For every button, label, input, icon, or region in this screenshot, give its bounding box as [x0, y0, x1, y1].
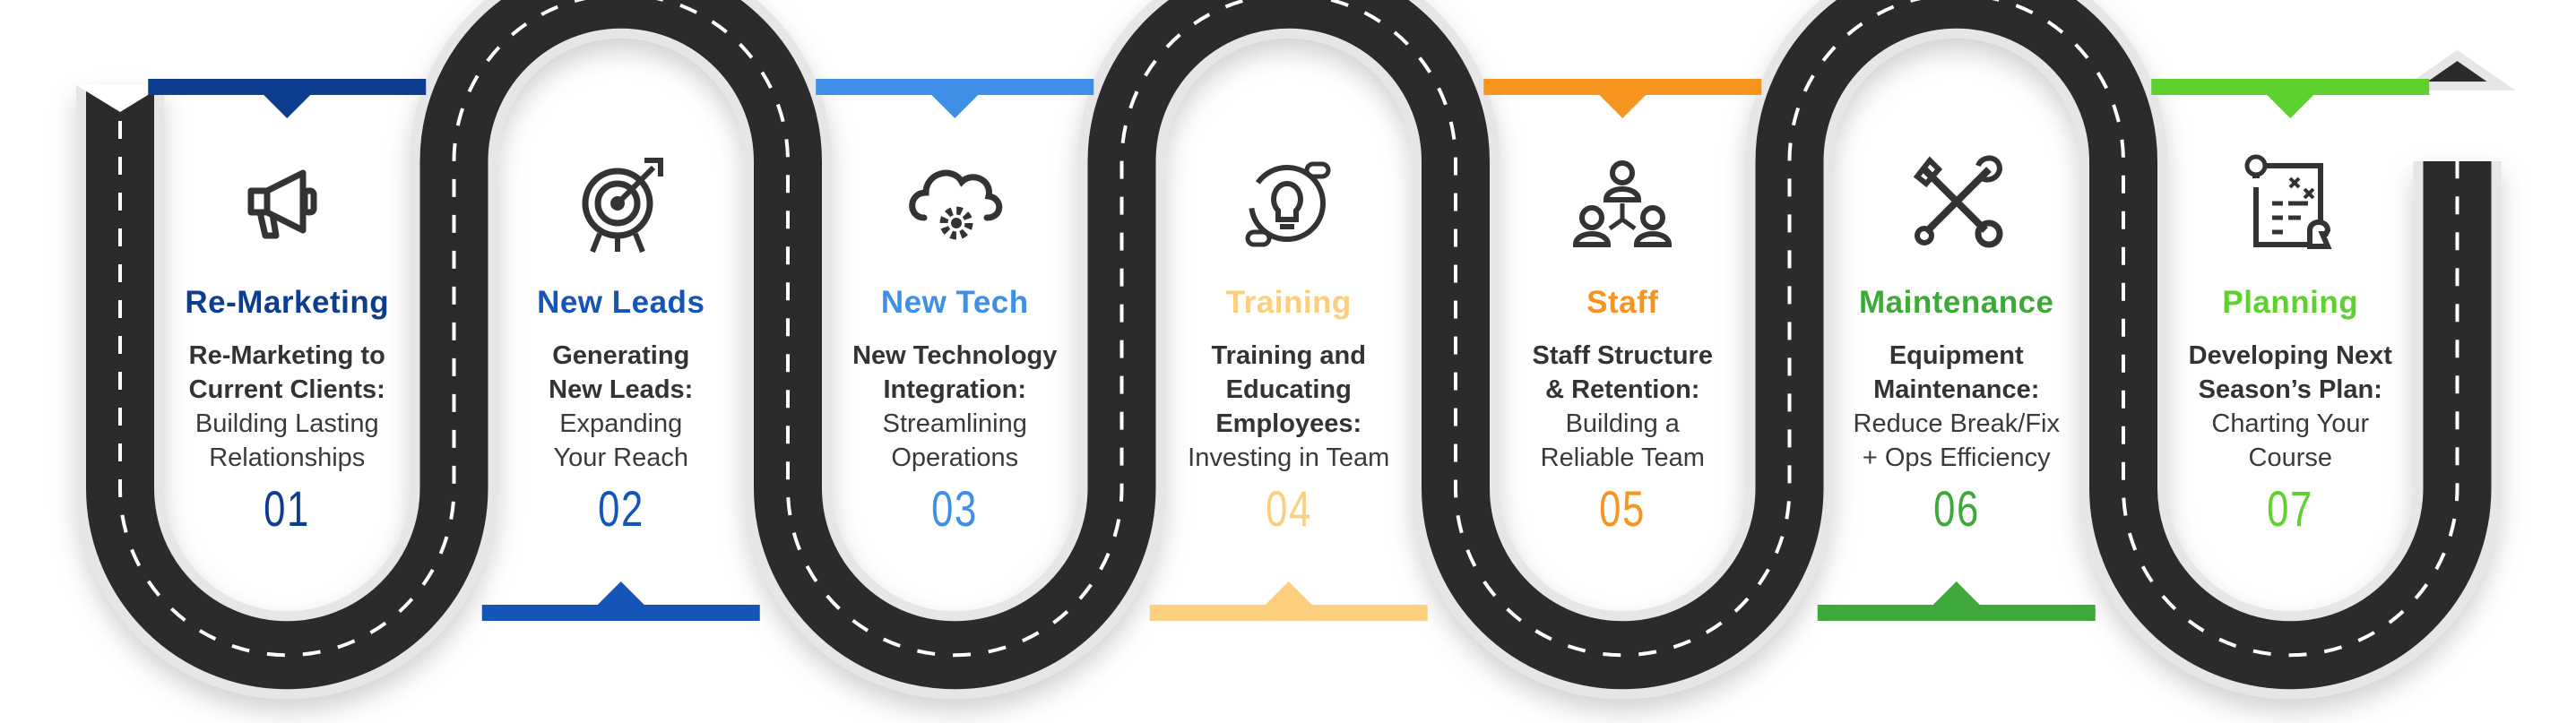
stage-description-heading-line: Developing Next: [2188, 341, 2392, 370]
stage-description-heading-line: Equipment: [1889, 341, 2024, 370]
stage-description-heading-line: New Technology: [852, 341, 1058, 370]
stage-description-heading-line: Staff Structure: [1532, 341, 1713, 370]
stage-description-line: Investing in Team: [1188, 443, 1390, 472]
stage-description-heading-line: Integration:: [883, 375, 1027, 404]
stage-marker-05: [1483, 79, 1762, 118]
stage-description-line: Expanding: [559, 409, 683, 438]
stage-description-line: Reduce Break/Fix: [1853, 409, 2061, 438]
stage-title: Maintenance: [1859, 285, 2054, 320]
wrench-screwdriver-icon: [1903, 148, 2010, 255]
stage-marker-02: [481, 581, 760, 621]
stage-title: Training: [1225, 285, 1352, 320]
stage-title: New Tech: [880, 285, 1029, 320]
road-end-arrow: [2399, 49, 2516, 90]
stage-marker-07: [2151, 79, 2430, 118]
stage-description-line: Reliable Team: [1540, 443, 1705, 472]
stage-number: 04: [1265, 480, 1312, 537]
stage-description-line: Operations: [891, 443, 1019, 472]
stage-description-line: Relationships: [209, 443, 366, 472]
stage-description-heading-line: Training and: [1211, 341, 1366, 370]
stage-title: Re-Marketing: [185, 285, 390, 320]
stage-number: 05: [1599, 480, 1647, 537]
megaphone-icon: [233, 148, 341, 255]
stage-marker-06: [1817, 581, 2096, 621]
stage-description-line: Building a: [1565, 409, 1680, 438]
stage-number: 03: [931, 480, 979, 537]
lane-markings: [118, 0, 2459, 658]
stage-title: New Leads: [537, 285, 705, 320]
stage-description-line: Your Reach: [553, 443, 688, 472]
stage-description-heading-line: Re-Marketing to: [188, 341, 385, 370]
stage-description-line: Charting Your: [2211, 409, 2370, 438]
stage-description-line: Course: [2248, 443, 2333, 472]
stage-title: Planning: [2222, 285, 2359, 320]
lightbulb-ideas-icon: [1235, 148, 1343, 255]
stage-description-line: + Ops Efficiency: [1862, 443, 2051, 472]
stage-number: 02: [597, 480, 644, 537]
stage-number: 01: [264, 480, 311, 537]
target-arrow-icon: [567, 148, 675, 255]
stage-title: Staff: [1586, 285, 1659, 320]
stage-description-heading-line: Employees:: [1215, 409, 1362, 438]
team-structure-icon: [1569, 148, 1676, 255]
cloud-gear-icon: [901, 148, 1008, 255]
stage-marker-03: [816, 79, 1094, 118]
stage-number: 07: [2267, 480, 2314, 537]
road-start-notch: [76, 85, 164, 112]
stage-description-line: Building Lasting: [194, 409, 379, 438]
stage-number: 06: [1932, 480, 1980, 537]
stage-description: Re-Marketing to Current Clients: Building …: [143, 339, 430, 475]
stage-description-heading-line: Educating: [1225, 375, 1352, 404]
stage-description-heading-line: New Leads:: [549, 375, 694, 404]
stage-description-line: Streamlining: [882, 409, 1027, 438]
stage-description-heading-line: & Retention:: [1545, 375, 1700, 404]
stage-description: Staff Structure & Retention: Building a Rel…: [1479, 339, 1766, 475]
stage-marker-01: [148, 79, 427, 118]
stage-description-heading-line: Season’s Plan:: [2198, 375, 2382, 404]
stage-description-heading-line: Maintenance:: [1873, 375, 2040, 404]
stage-description-heading-line: Current Clients:: [188, 375, 385, 404]
strategy-plan-icon: [2236, 148, 2344, 255]
stage-description-heading-line: Generating: [552, 341, 690, 370]
stage-marker-04: [1149, 581, 1428, 621]
